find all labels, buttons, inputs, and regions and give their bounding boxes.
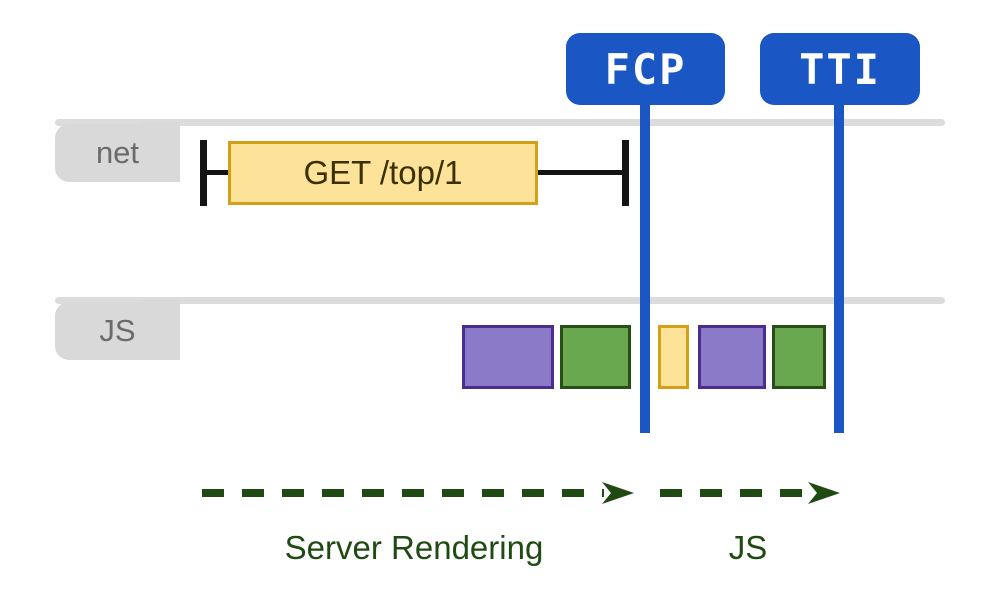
track-line-net [55,119,945,126]
marker-badge-tti[interactable]: TTI [760,33,920,105]
marker-badge-label-tti: TTI [799,44,881,94]
network-request-bar[interactable]: GET /top/1 [228,141,538,205]
annotation-arrow-server-rendering [202,482,634,504]
marker-badge-fcp[interactable]: FCP [566,33,725,105]
js-task-block[interactable] [560,325,631,389]
annotation-label-js: JS [728,529,768,566]
track-chip-js: JS [55,302,180,360]
js-task-block[interactable] [698,325,766,389]
request-whisker-line-left [200,170,232,175]
js-task-block[interactable] [658,325,689,389]
track-chip-net: net [55,124,180,182]
track-line-js [55,297,945,304]
marker-line-fcp [640,108,650,433]
request-whisker-cap-right [622,140,629,206]
request-whisker-line-right [534,170,629,175]
js-task-block[interactable] [462,325,554,389]
network-request-label: GET /top/1 [303,154,463,191]
annotation-label-server-rendering: Server Rendering [284,529,544,566]
track-chip-label-net: net [95,135,140,170]
marker-line-tti [834,108,844,433]
js-task-block[interactable] [772,325,826,389]
marker-badge-label-fcp: FCP [604,44,687,94]
annotation-arrow-js [660,482,840,504]
track-chip-label-js: JS [99,313,136,348]
